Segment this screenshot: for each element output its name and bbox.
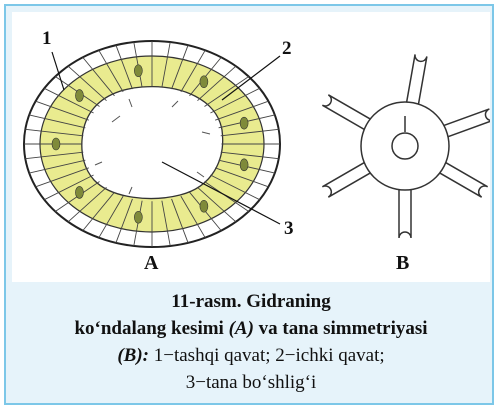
hydra-cross-section — [24, 41, 280, 247]
caption-panel-b-ref: (B): — [117, 345, 149, 366]
caption-legend-line1: (B): 1−tashqi qavat; 2−ichki qavat; — [6, 342, 496, 369]
panel-label-a: A — [144, 252, 158, 275]
callout-label-3: 3 — [284, 218, 294, 239]
caption-title-part-c: va tana simmetriyasi — [259, 318, 428, 339]
cell-nucleus — [75, 186, 83, 198]
hydra-figure-svg: 1 2 3 — [12, 12, 490, 282]
callout-label-2: 2 — [282, 38, 292, 59]
cell-nucleus — [134, 211, 142, 223]
cell-nucleus — [200, 200, 208, 212]
figure-area: 1 2 3 A B — [12, 12, 490, 282]
figure-caption: 11-rasm. Gidraning ko‘ndalang kesimi (A)… — [6, 288, 496, 396]
panel-label-b: B — [396, 252, 409, 275]
tentacle-shape — [399, 186, 411, 238]
body-cavity — [82, 87, 223, 199]
cell-nucleus — [240, 159, 248, 171]
cell-nucleus — [75, 90, 83, 102]
caption-title-line1: 11-rasm. Gidraning — [6, 288, 496, 315]
callout-label-1: 1 — [42, 28, 52, 49]
body-circle — [361, 102, 449, 190]
cell-nucleus — [52, 138, 60, 150]
caption-legend-1: 1−tashqi qavat; 2−ichki qavat; — [154, 345, 385, 366]
caption-title-part-a: ko‘ndalang kesimi — [74, 318, 223, 339]
figure-frame: 1 2 3 A B 11-rasm. Gidraning ko‘ndalang … — [4, 4, 494, 405]
cell-nucleus — [200, 76, 208, 88]
cell-nucleus — [240, 117, 248, 129]
caption-title-part-b: (A) — [229, 318, 254, 339]
radial-symmetry-diagram — [322, 54, 490, 238]
caption-legend-line2: 3−tana bo‘shlig‘i — [6, 369, 496, 396]
cell-nucleus — [134, 65, 142, 77]
tentacle-shape — [406, 54, 427, 107]
caption-title-line2: ko‘ndalang kesimi (A) va tana simmetriya… — [6, 315, 496, 342]
